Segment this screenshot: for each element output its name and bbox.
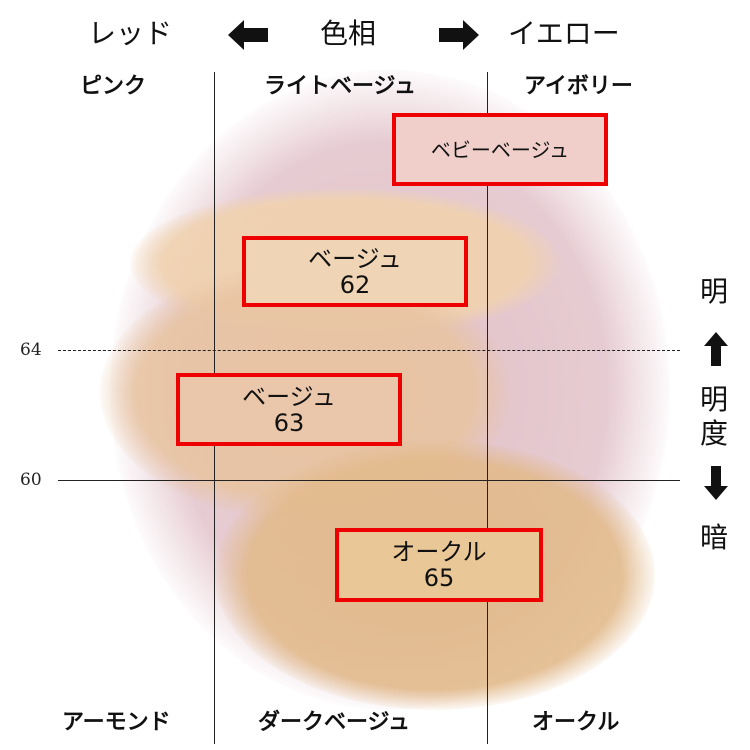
shade-name: ベージュ bbox=[308, 244, 402, 273]
shade-name: ベージュ bbox=[242, 382, 336, 411]
lightness-bright-label: 明 bbox=[700, 275, 729, 308]
column-label-almond: アーモンド bbox=[62, 710, 171, 735]
column-label-light-beige: ライトベージュ bbox=[264, 74, 417, 99]
arrow-down-icon bbox=[704, 466, 728, 504]
shade-beige-62: ベージュ 62 bbox=[242, 236, 468, 307]
column-label-dark-beige: ダークベージュ bbox=[258, 710, 411, 735]
lightness-dark-label: 暗 bbox=[700, 521, 729, 554]
hue-yellow-label: イエロー bbox=[508, 17, 620, 50]
lightness-title-1: 明 bbox=[700, 383, 729, 416]
shade-number: 65 bbox=[423, 564, 455, 592]
arrow-right-icon bbox=[437, 20, 479, 54]
shade-name: オークル bbox=[391, 538, 487, 566]
hue-title: 色相 bbox=[320, 17, 377, 50]
shade-number: 62 bbox=[339, 270, 371, 299]
tick-60: 60 bbox=[20, 470, 42, 490]
arrow-up-icon bbox=[704, 332, 728, 370]
tick-64: 64 bbox=[20, 340, 42, 360]
column-label-ivory: アイボリー bbox=[524, 74, 633, 99]
shade-baby-beige: ベビーベージュ bbox=[392, 113, 608, 186]
column-label-pink: ピンク bbox=[80, 74, 147, 99]
gridline-60 bbox=[58, 480, 680, 481]
shade-number: 63 bbox=[273, 408, 305, 437]
shade-name: ベビーベージュ bbox=[430, 137, 570, 162]
arrow-left-icon bbox=[228, 20, 270, 54]
shade-ochre-65: オークル 65 bbox=[335, 528, 543, 602]
column-label-ochre: オークル bbox=[532, 710, 620, 735]
hue-red-label: レッド bbox=[88, 17, 173, 50]
lightness-title-2: 度 bbox=[700, 417, 729, 450]
column-divider-right bbox=[487, 72, 488, 744]
shade-beige-63: ベージュ 63 bbox=[176, 373, 402, 446]
gridline-64 bbox=[58, 350, 680, 351]
